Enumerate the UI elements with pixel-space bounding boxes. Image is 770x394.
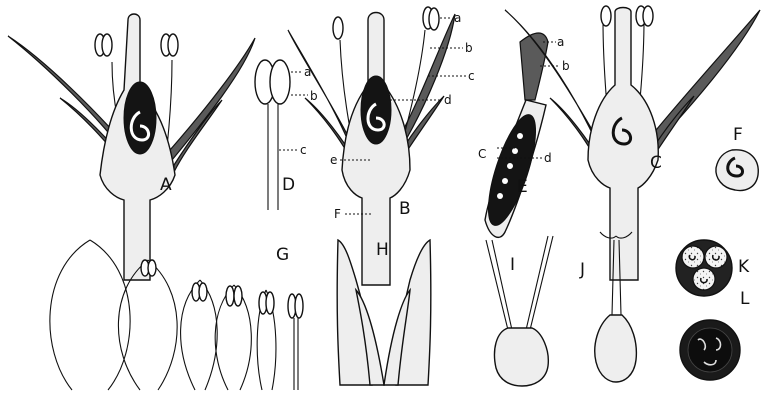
- e-label-c: C: [478, 147, 486, 161]
- e-label-b: b: [562, 59, 570, 73]
- d-label-b: b: [310, 89, 318, 103]
- figure-f-cross-section: F: [716, 125, 758, 190]
- figure-l-cross-section: L: [680, 289, 750, 380]
- e-label-d: d: [544, 151, 552, 165]
- figure-e-carpel-section: a b C d E: [478, 33, 570, 237]
- b-label-a: a: [454, 11, 461, 25]
- figure-a-flower-section: A: [8, 14, 255, 280]
- d-label-c: c: [300, 143, 307, 157]
- label-b: B: [399, 199, 411, 219]
- b-label-f: F: [334, 207, 341, 221]
- label-h: H: [376, 240, 389, 260]
- label-k: K: [738, 257, 750, 277]
- b-label-b: b: [465, 41, 473, 55]
- figure-k-cross-section: K: [676, 240, 750, 296]
- b-label-c: c: [468, 69, 475, 83]
- figure-d-stamen: a b c D: [255, 60, 318, 210]
- label-g: G: [276, 245, 289, 265]
- label-c: C: [650, 153, 662, 173]
- figure-i-pistil: I: [486, 236, 553, 386]
- label-j: J: [579, 260, 585, 280]
- label-f: F: [733, 125, 743, 145]
- d-label-a: a: [304, 65, 311, 79]
- figure-g-development-series: G: [50, 240, 303, 390]
- label-d: D: [282, 175, 295, 195]
- b-label-d: d: [444, 93, 452, 107]
- label-i: I: [510, 255, 515, 275]
- b-label-e: e: [330, 153, 337, 167]
- e-label-a: a: [557, 35, 564, 49]
- label-e: E: [517, 177, 528, 197]
- label-a: A: [160, 175, 172, 195]
- label-l: L: [740, 289, 750, 309]
